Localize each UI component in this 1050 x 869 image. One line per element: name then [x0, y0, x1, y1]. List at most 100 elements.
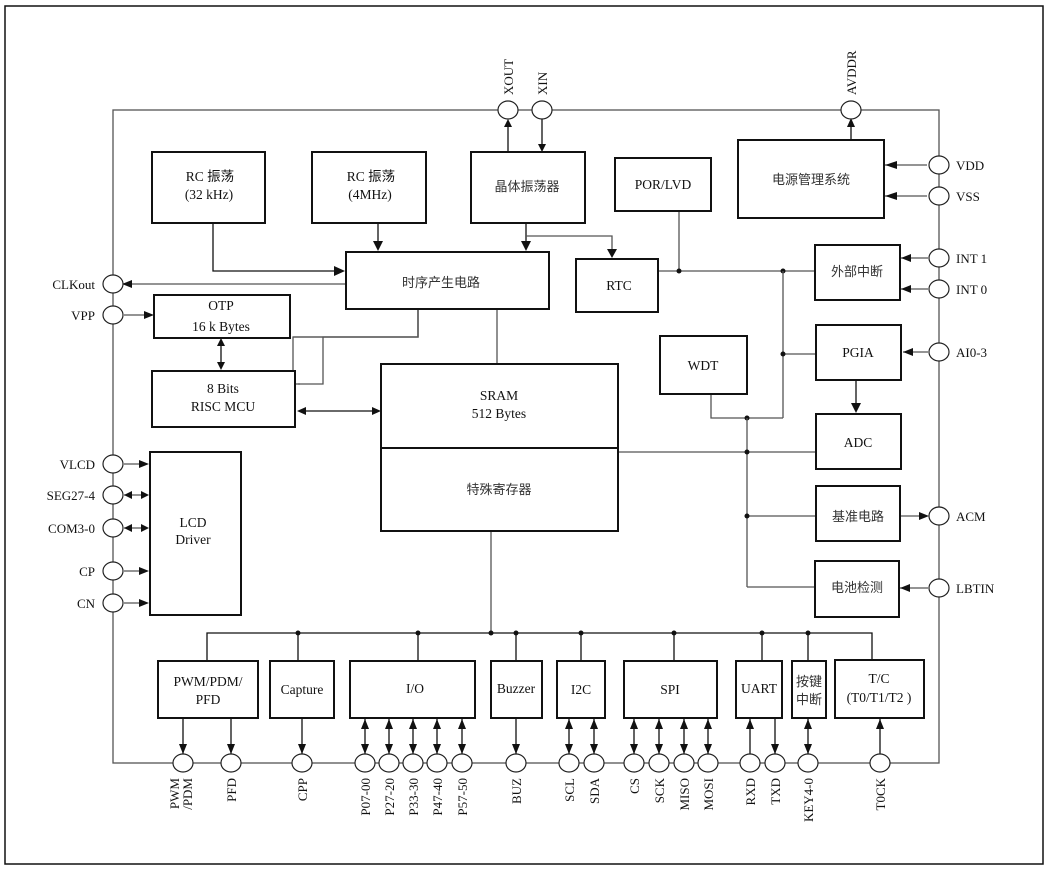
pin-label: AI0-3 — [956, 345, 987, 360]
pin-acm: ACM — [928, 506, 986, 526]
pin-p07-00: P07-00 — [354, 753, 376, 816]
svg-text:8 Bits: 8 Bits — [207, 381, 239, 396]
pin-int-0: INT 0 — [928, 279, 987, 299]
pin-arrow — [361, 718, 369, 754]
pin-label: SCL — [562, 778, 577, 802]
pin-circle — [797, 753, 819, 773]
pin-label: SCK — [652, 777, 667, 803]
pin-int-1: INT 1 — [928, 248, 987, 268]
pin-pwm-pdm: PWM/PDM — [167, 753, 195, 810]
svg-text:(32 kHz): (32 kHz) — [185, 187, 233, 202]
reference-circuit-block: 基准电路 — [815, 485, 901, 542]
pin-label: /PDM — [180, 778, 195, 810]
pin-arrow — [680, 718, 688, 754]
pin-label: CPP — [295, 778, 310, 801]
pin-label: VLCD — [60, 457, 95, 472]
pin-key4-0: KEY4-0 — [797, 753, 819, 822]
pin-arrow — [704, 718, 712, 754]
pin-circle — [648, 753, 670, 773]
pin-clkout: CLKout — [52, 274, 124, 294]
pin-circle — [102, 518, 124, 538]
lcd-driver-block: LCD Driver — [149, 451, 242, 616]
pin-label: ACM — [956, 509, 986, 524]
svg-text:SRAM: SRAM — [480, 388, 518, 403]
svg-text:时序产生电路: 时序产生电路 — [402, 275, 480, 291]
pin-vdd: VDD — [928, 155, 984, 175]
i2c-block: I2C — [556, 660, 606, 719]
pin-sda: SDA — [583, 753, 605, 804]
pin-com3-0: COM3-0 — [48, 518, 124, 538]
pin-t0ck: T0CK — [869, 753, 891, 811]
pin-arrow — [804, 718, 812, 754]
pin-circle — [505, 753, 527, 773]
pin-circle — [402, 753, 424, 773]
pin-mosi: MOSI — [697, 753, 719, 811]
pin-pfd: PFD — [220, 753, 242, 802]
pin-label: P33-30 — [406, 778, 421, 816]
pgia-block: PGIA — [815, 324, 902, 381]
svg-text:Buzzer: Buzzer — [497, 681, 536, 696]
svg-text:特殊寄存器: 特殊寄存器 — [466, 482, 531, 498]
pin-arrow — [630, 718, 638, 754]
pin-avddr: AVDDR — [840, 50, 862, 120]
pin-cn: CN — [77, 593, 124, 613]
uart-block: UART — [735, 660, 783, 719]
pin-ai0-3: AI0-3 — [928, 342, 987, 362]
pin-circle — [531, 100, 553, 120]
battery-detect-block: 电池检测 — [814, 560, 900, 618]
pin-circle — [497, 100, 519, 120]
pin-p27-20: P27-20 — [378, 753, 400, 816]
pin-label: XOUT — [501, 59, 516, 95]
pin-lbtin: LBTIN — [928, 578, 995, 598]
pin-seg27-4: SEG27-4 — [47, 485, 124, 505]
pin-circle — [739, 753, 761, 773]
svg-text:按键: 按键 — [796, 675, 822, 690]
pin-arrow — [876, 718, 884, 754]
pin-label: LBTIN — [956, 581, 995, 596]
rc-32khz-block: RC 振荡 (32 kHz) — [151, 151, 266, 224]
external-interrupt-block: 外部中断 — [814, 244, 901, 301]
pin-circle — [928, 155, 950, 175]
pin-circle — [354, 753, 376, 773]
pwm-pdm-pfd-block: PWM/PDM/ PFD — [157, 660, 259, 719]
pin-label: XIN — [535, 71, 550, 95]
svg-text:Driver: Driver — [175, 532, 211, 547]
svg-text:电池检测: 电池检测 — [831, 581, 883, 596]
pin-arrow — [385, 718, 393, 754]
power-management-block: 电源管理系统 — [737, 139, 885, 219]
pin-label: PWM — [167, 778, 182, 810]
pin-label: MISO — [677, 778, 692, 811]
pin-circle — [378, 753, 400, 773]
svg-text:晶体振荡器: 晶体振荡器 — [494, 180, 559, 195]
pin-circle — [583, 753, 605, 773]
svg-text:RC 振荡: RC 振荡 — [186, 169, 234, 184]
sram-block: SRAM 512 Bytes — [380, 363, 619, 449]
pin-label: INT 1 — [956, 251, 987, 266]
svg-text:中断: 中断 — [796, 693, 822, 708]
pin-circle — [102, 305, 124, 325]
pin-label: VSS — [956, 189, 980, 204]
svg-text:SPI: SPI — [660, 682, 680, 697]
pin-label: RXD — [743, 778, 758, 805]
rc-4mhz-block: RC 振荡 (4MHz) — [311, 151, 427, 224]
pin-arrow — [746, 718, 754, 754]
pin-label: CP — [79, 564, 95, 579]
pin-cp: CP — [79, 561, 124, 581]
pin-circle — [869, 753, 891, 773]
pin-circle — [426, 753, 448, 773]
svg-text:OTP: OTP — [208, 298, 234, 313]
pin-circle — [172, 753, 194, 773]
svg-text:ADC: ADC — [844, 435, 873, 450]
risc-mcu-block: 8 Bits RISC MCU — [151, 370, 296, 428]
pin-label: T0CK — [873, 777, 888, 810]
pin-label: CN — [77, 596, 96, 611]
pin-label: SDA — [587, 777, 602, 804]
pin-circle — [840, 100, 862, 120]
pin-scl: SCL — [558, 753, 580, 802]
capture-block: Capture — [269, 660, 335, 719]
pin-circle — [928, 248, 950, 268]
svg-text:RISC MCU: RISC MCU — [191, 399, 255, 414]
pin-circle — [102, 593, 124, 613]
pin-label: COM3-0 — [48, 521, 95, 536]
